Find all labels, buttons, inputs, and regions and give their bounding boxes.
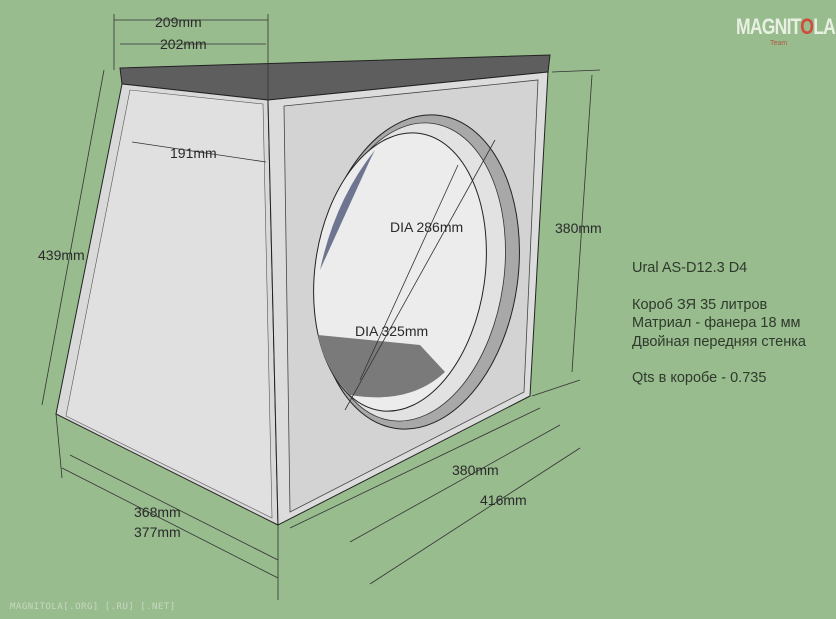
- dim-top-depth: 191mm: [170, 145, 217, 161]
- dimension-lines: [41, 14, 601, 600]
- magnitola-logo: MAGNITOLA: [736, 14, 836, 40]
- spec-notes: Ural AS-D12.3 D4 Короб ЗЯ 35 литров Матр…: [632, 259, 806, 388]
- note-box: Короб ЗЯ 35 литров: [632, 296, 768, 313]
- dim-dia-inner: DIA 286mm: [390, 219, 463, 235]
- dim-bottom-depth-outer: 377mm: [134, 524, 181, 540]
- logo-subtitle: Team: [770, 40, 788, 47]
- dim-dia-outer: DIA 325mm: [355, 323, 428, 339]
- dim-front-height: 380mm: [555, 220, 602, 236]
- logo-part: LA: [813, 14, 836, 39]
- dim-width-outer: 209mm: [155, 14, 202, 30]
- dim-slant-height: 439mm: [38, 247, 85, 263]
- cutout-floor: [318, 335, 445, 398]
- note-qts: Qts в коробе - 0.735: [632, 370, 767, 386]
- note-material: Матриал - фанера 18 мм: [632, 315, 801, 331]
- dim-front-width-outer: 416mm: [480, 492, 527, 508]
- logo-part: MAGNIT: [736, 14, 801, 39]
- dim-bottom-depth-inner: 368mm: [134, 504, 181, 520]
- box-side-panel-inner: [65, 89, 273, 519]
- note-front: Двойная передняя стенка: [632, 333, 806, 350]
- footer-watermark: MAGNITOLA[.ORG] [.RU] [.NET]: [10, 602, 176, 612]
- dim-width-inner: 202mm: [160, 36, 207, 52]
- note-model: Ural AS-D12.3 D4: [632, 260, 748, 276]
- logo-o: O: [800, 14, 814, 39]
- dim-front-width-inner: 380mm: [452, 462, 499, 478]
